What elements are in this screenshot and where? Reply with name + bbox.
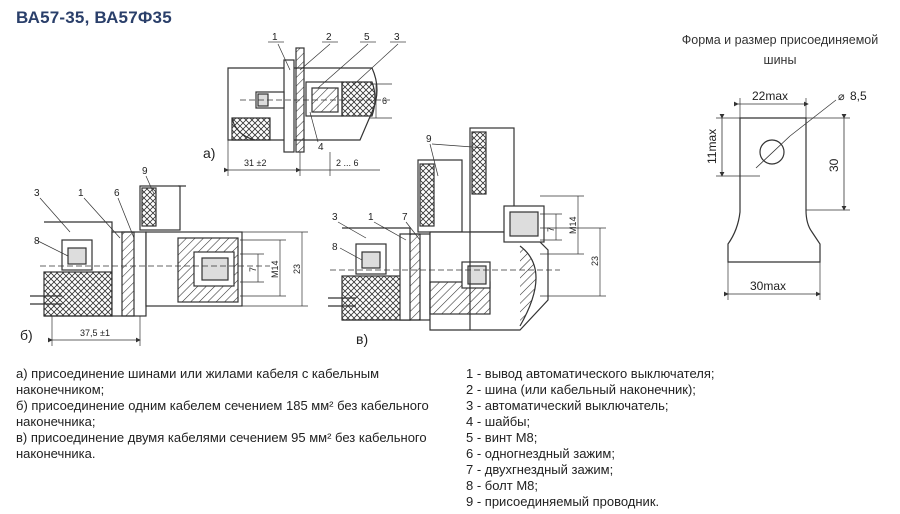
view-b-callout-9: 9 [142, 166, 148, 177]
note-b: б) присоединение одним кабелем сечением … [16, 398, 429, 429]
view-b-callout-1: 1 [78, 188, 84, 199]
view-a-callout-3: 3 [394, 32, 400, 43]
view-a-callout-1: 1 [272, 32, 278, 43]
busbar-labels: 22max 8,5 ⌀ 11max 30 30max [705, 89, 867, 293]
note-c: в) присоединение двумя кабелями сечением… [16, 430, 427, 461]
legend-item: 9 - присоединяемый проводник. [466, 494, 660, 509]
view-b-dim-7: 7 [248, 267, 258, 272]
view-b-dim-bottom: 37,5 ±1 [80, 328, 110, 338]
view-a-dim-right: 2 ... 6 [336, 158, 359, 168]
view-c-callout-7: 7 [402, 212, 408, 223]
view-a-labels: 1 2 5 3 4 31 ±2 2 ... 6 6 а) [203, 32, 400, 168]
view-c-labels: 3 1 7 9 8 в) [332, 134, 432, 347]
view-b-callout-3: 3 [34, 188, 40, 199]
view-c-dim-m14: M14 [568, 216, 578, 234]
view-a-label: а) [203, 145, 215, 161]
view-b-dim-23: 23 [292, 264, 302, 274]
legend-item: 1 - вывод автоматического выключателя; [466, 366, 715, 381]
busbar-dim-bottom: 30max [750, 279, 786, 293]
busbar-dim-length: 30 [827, 158, 841, 172]
view-b-label: б) [20, 327, 33, 343]
parts-legend: 1 - вывод автоматического выключателя; 2… [466, 366, 766, 510]
busbar-drawing [716, 98, 850, 300]
page-title: ВА57-35, ВА57Ф35 [16, 8, 172, 27]
view-a-dim-left: 31 ±2 [244, 158, 266, 168]
legend-item: 8 - болт М8; [466, 478, 538, 493]
note-a: а) присоединение шинами или жилами кабел… [16, 366, 380, 397]
legend-item: 2 - шина (или кабельный наконечник); [466, 382, 696, 397]
view-a-callout-4: 4 [318, 142, 324, 153]
connection-notes: а) присоединение шинами или жилами кабел… [16, 366, 436, 462]
view-c-callout-9: 9 [426, 134, 432, 145]
view-a-callout-2: 2 [326, 32, 332, 43]
view-b-drawing [30, 175, 308, 346]
legend-item: 6 - одногнездный зажим; [466, 446, 615, 461]
busbar-dim-height: 11max [705, 129, 719, 164]
diameter-icon: ⌀ [838, 91, 845, 103]
view-b-dim-m14: M14 [270, 260, 280, 278]
view-c-drawing [328, 127, 606, 331]
view-a-drawing [224, 41, 406, 176]
view-c-callout-8: 8 [332, 242, 338, 253]
view-b-callout-8: 8 [34, 236, 40, 247]
view-c-callout-1: 1 [368, 212, 374, 223]
view-c-dim-23: 23 [590, 256, 600, 266]
view-c-label: в) [356, 331, 368, 347]
view-a-dim-side: 6 [382, 96, 387, 106]
legend-item: 5 - винт М8; [466, 430, 538, 445]
busbar-dim-hole: 8,5 [850, 89, 867, 103]
view-b-callout-6: 6 [114, 188, 120, 199]
view-b-labels: 3 1 6 9 8 37,5 ±1 б) [20, 166, 148, 343]
view-b-vertical-dims: 7 M14 23 [248, 260, 302, 278]
view-a-callout-5: 5 [364, 32, 370, 43]
busbar-caption: Форма и размер присоединяемой шины [681, 33, 879, 67]
view-c-vertical-dims: M14 7 23 [546, 216, 600, 266]
view-c-callout-3: 3 [332, 212, 338, 223]
legend-item: 3 - автоматический выключатель; [466, 398, 669, 413]
view-c-dim-7: 7 [546, 227, 556, 232]
legend-item: 7 - двухгнездный зажим; [466, 462, 614, 477]
legend-item: 4 - шайбы; [466, 414, 531, 429]
busbar-dim-width: 22max [752, 89, 788, 103]
